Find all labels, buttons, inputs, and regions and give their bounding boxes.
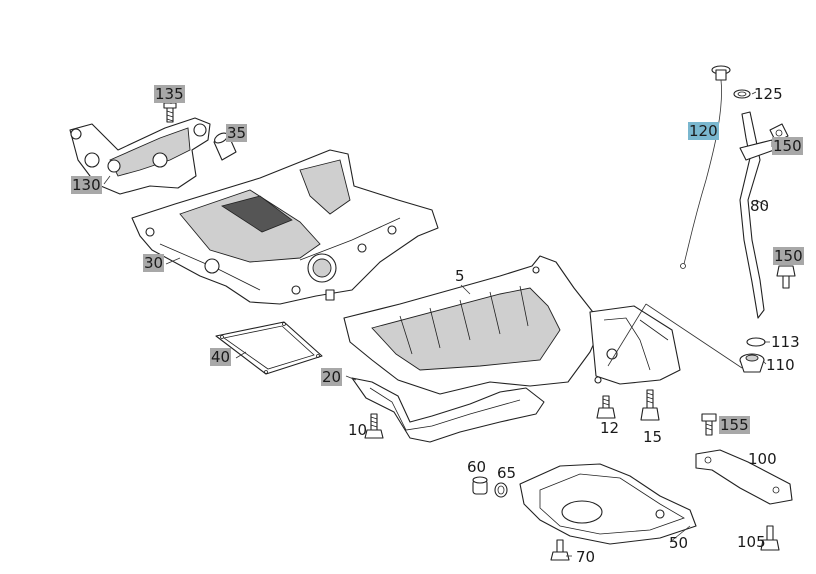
part-20-baffle[interactable]: [351, 377, 545, 443]
label-60: 60: [467, 458, 487, 476]
label-135: 135: [154, 85, 185, 103]
label-20: 20: [321, 368, 343, 386]
label-30: 30: [143, 254, 165, 272]
part-80-guide-tube[interactable]: [739, 111, 775, 319]
leader-lines: [103, 91, 773, 557]
label-105: 105: [737, 533, 766, 551]
label-150-lower: 150: [773, 247, 804, 265]
part-60-plug[interactable]: [472, 476, 488, 495]
part-15-bolt[interactable]: [640, 389, 660, 421]
label-110: 110: [766, 356, 795, 374]
label-10: 10: [348, 421, 368, 439]
label-100: 100: [748, 450, 777, 468]
label-130: 130: [71, 176, 102, 194]
part-40-cover-plate[interactable]: [215, 321, 323, 375]
label-65: 65: [497, 464, 517, 482]
part-5-oil-pan[interactable]: [343, 255, 681, 395]
label-12: 12: [600, 419, 620, 437]
part-105-bolt[interactable]: [760, 525, 780, 551]
part-113-ring[interactable]: [746, 337, 766, 347]
part-65-seal-ring[interactable]: [494, 482, 508, 498]
label-150-upper: 150: [772, 137, 803, 155]
label-35: 35: [226, 124, 248, 142]
label-113: 113: [771, 333, 800, 351]
part-12-bolt[interactable]: [596, 395, 616, 419]
part-30-upper-oil-pan[interactable]: [131, 149, 439, 305]
part-155-bolt[interactable]: [701, 413, 717, 436]
label-5: 5: [455, 267, 465, 285]
part-130-engine-bracket[interactable]: [69, 117, 211, 195]
label-15: 15: [643, 428, 663, 446]
part-70-bolt[interactable]: [550, 539, 570, 561]
label-155: 155: [719, 416, 750, 434]
label-120: 120: [688, 122, 719, 140]
part-50-lower-cover[interactable]: [519, 463, 697, 545]
label-70: 70: [576, 548, 596, 566]
label-40: 40: [210, 348, 232, 366]
part-150-bolt-lower[interactable]: [776, 265, 796, 289]
part-135-bolt[interactable]: [163, 102, 177, 123]
label-80: 80: [750, 197, 770, 215]
label-50: 50: [669, 534, 689, 552]
part-110-grommet[interactable]: [739, 353, 765, 373]
label-125: 125: [754, 85, 783, 103]
part-125-o-ring[interactable]: [733, 89, 751, 99]
part-120-dipstick[interactable]: [680, 65, 731, 269]
part-100-bracket[interactable]: [695, 449, 793, 505]
part-10-bolt[interactable]: [364, 413, 384, 439]
